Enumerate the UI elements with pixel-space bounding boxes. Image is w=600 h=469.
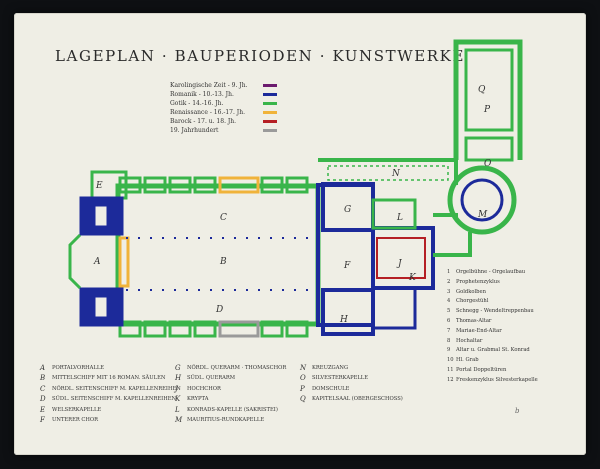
rotunda-inner — [460, 178, 504, 222]
organ-loft — [118, 236, 130, 288]
nave-outer-wall — [115, 183, 321, 327]
plan-label-d: D — [215, 305, 223, 315]
north-chapels — [118, 176, 309, 194]
south-transept — [321, 288, 375, 336]
legend-label: Renaissance - 16.-17. Jh. — [170, 109, 245, 116]
legend-swatch — [263, 129, 277, 132]
legend-row: Gotik - 14.-16. Jh. — [170, 99, 285, 108]
chapter-house — [464, 48, 514, 132]
plan-label-b: B — [219, 257, 227, 267]
cloister-east-range — [453, 39, 523, 160]
legend-swatch — [263, 84, 277, 87]
period-legend: Karolingische Zeit - 9. Jh. Romanik - 10… — [170, 81, 285, 135]
legend-row: Barock - 17. u. 18. Jh. — [170, 117, 285, 126]
plan-label-j: J — [396, 259, 403, 269]
legend-row: Karolingische Zeit - 9. Jh. — [170, 81, 285, 90]
konrad-chapel — [371, 198, 417, 230]
legend-swatch — [263, 102, 277, 105]
tower-stair — [95, 206, 107, 226]
legend-label: Gotik - 14.-16. Jh. — [170, 100, 224, 107]
plan-label-h: H — [339, 315, 348, 325]
tower-stair — [95, 297, 107, 317]
south-chapels — [118, 320, 309, 338]
choir-baroque — [376, 237, 426, 279]
mauritius-rotunda — [447, 165, 517, 235]
legend-swatch — [263, 93, 277, 96]
renaissance-chapel — [218, 176, 260, 194]
plan-label-n: N — [391, 169, 401, 179]
legend-swatch — [263, 111, 277, 114]
signature: b — [515, 407, 520, 415]
plan-label-a: A — [93, 257, 101, 267]
legend-label: Karolingische Zeit - 9. Jh. — [170, 82, 248, 89]
plan-label-m: M — [477, 210, 488, 220]
plan-label-g: G — [344, 205, 351, 215]
cloister-walk — [327, 165, 449, 181]
plan-label-p: P — [483, 105, 491, 115]
legend-swatch — [263, 120, 277, 123]
choir-south-annex — [371, 286, 417, 330]
legend-row: Renaissance - 16.-17. Jh. — [170, 108, 285, 117]
portal-vestibule — [68, 233, 82, 290]
plan-label-l: L — [396, 213, 403, 223]
legend-row: 19. Jahrhundert — [170, 126, 285, 135]
plaque-title: LAGEPLAN · BAUPERIODEN · KUNSTWERKE — [55, 47, 466, 65]
plan-label-k: K — [408, 273, 417, 283]
plan-label-e: E — [95, 181, 103, 191]
silvester-chapel — [464, 136, 514, 162]
legend-row: Romanik - 10.-13. Jh. — [170, 90, 285, 99]
rotunda-link — [433, 213, 472, 257]
legend-label: Romanik - 10.-13. Jh. — [170, 91, 234, 98]
plan-label-o: O — [484, 159, 492, 169]
cloister — [318, 158, 458, 185]
plan-label-q: Q — [478, 85, 486, 95]
legend-label: 19. Jahrhundert — [170, 127, 219, 134]
plan-label-f: F — [343, 261, 351, 271]
19th-century-chapel — [218, 320, 260, 338]
legend-label: Barock - 17. u. 18. Jh. — [170, 118, 237, 125]
plan-label-c: C — [220, 213, 227, 223]
